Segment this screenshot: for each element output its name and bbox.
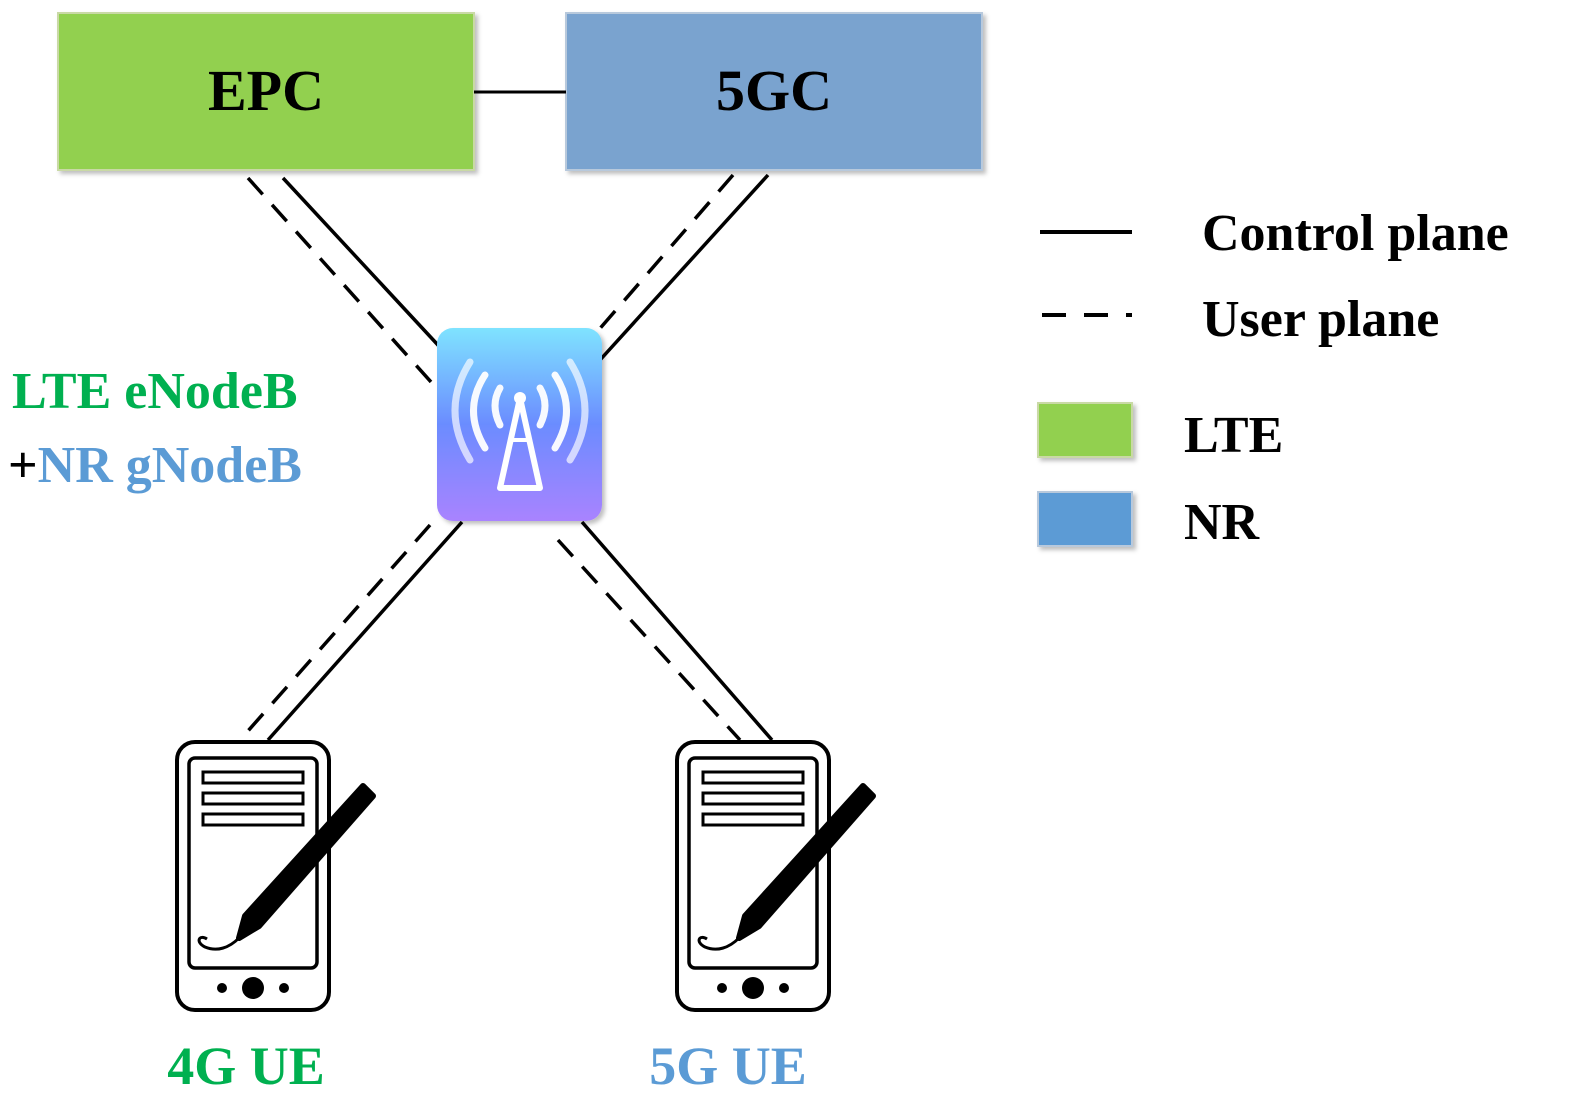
bs-5gc-links xyxy=(588,173,770,362)
bs-5g-ue-control-plane xyxy=(580,520,774,742)
bs-epc-links xyxy=(246,176,452,394)
bs-epc-user-plane xyxy=(246,176,442,394)
ue-5g-label: 5G UE xyxy=(649,1036,807,1096)
nr-gnodeb-text: NR gNodeB xyxy=(38,437,302,494)
fivegc-label: 5GC xyxy=(716,58,832,123)
bs-5gc-user-plane xyxy=(588,173,735,342)
cell-tower-icon xyxy=(437,328,602,521)
ue-4g-label: 4G UE xyxy=(167,1036,325,1096)
legend-lte-label: LTE xyxy=(1184,407,1283,464)
legend-nr-swatch xyxy=(1037,491,1133,547)
epc-label: EPC xyxy=(208,58,324,123)
bs-epc-control-plane xyxy=(281,176,452,360)
bs-4g-ue-links xyxy=(238,520,464,742)
lte-enodeb-label: LTE eNodeB xyxy=(12,363,298,420)
bs-4g-ue-user-plane xyxy=(238,523,432,742)
nr-gnodeb-label: +NR gNodeB xyxy=(8,437,302,494)
legend-control-plane-label: Control plane xyxy=(1202,205,1509,262)
legend-lte-swatch xyxy=(1037,402,1133,458)
smartphone-with-stylus-icon xyxy=(175,740,376,1012)
base-station-label: LTE eNodeB +NR gNodeB xyxy=(8,363,302,494)
epc-box xyxy=(57,12,475,171)
bs-5gc-control-plane xyxy=(598,173,770,362)
bs-4g-ue-control-plane xyxy=(266,520,464,742)
cell-tower-tile xyxy=(437,328,602,521)
smartphone-with-stylus-icon xyxy=(675,740,876,1012)
fivegc-node: 5GC xyxy=(565,12,983,171)
nr-gnodeb-prefix: + xyxy=(8,437,38,494)
bs-5g-ue-links xyxy=(556,520,774,742)
epc-node: EPC xyxy=(57,12,475,171)
legend: Control plane User plane LTE NR xyxy=(1037,205,1509,551)
fivegc-box xyxy=(565,12,983,171)
bs-5g-ue-user-plane xyxy=(556,538,742,742)
legend-user-plane-label: User plane xyxy=(1202,291,1439,348)
legend-nr-label: NR xyxy=(1184,494,1261,551)
